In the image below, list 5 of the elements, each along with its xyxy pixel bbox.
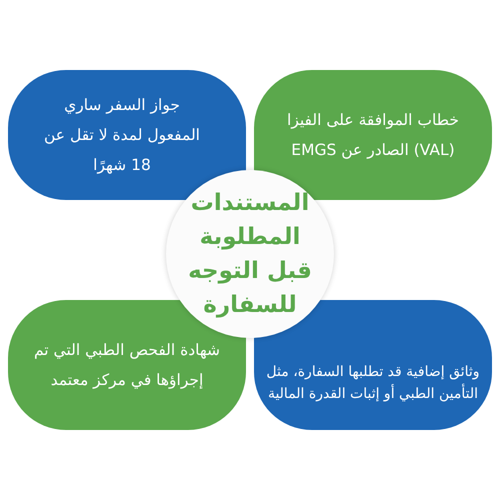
card-text: شهادة الفحص الطبي التي تم إجراؤها في مركز معتمد [32, 340, 222, 391]
card-text: جواز السفر ساري المفعول لمدة لا تقل عن 18 شهرًا [42, 95, 201, 176]
card-text: وثائق إضافية قد تطلبها السفارة، مثل التأمين الطبي أو إثبات القدرة المالية [265, 363, 481, 404]
title-text: المستندات المطلوبة قبل التوجه للسفارة [187, 189, 313, 320]
card-text: خطاب الموافقة على الفيزا (VAL) الصادر عن EMGS [286, 110, 460, 161]
